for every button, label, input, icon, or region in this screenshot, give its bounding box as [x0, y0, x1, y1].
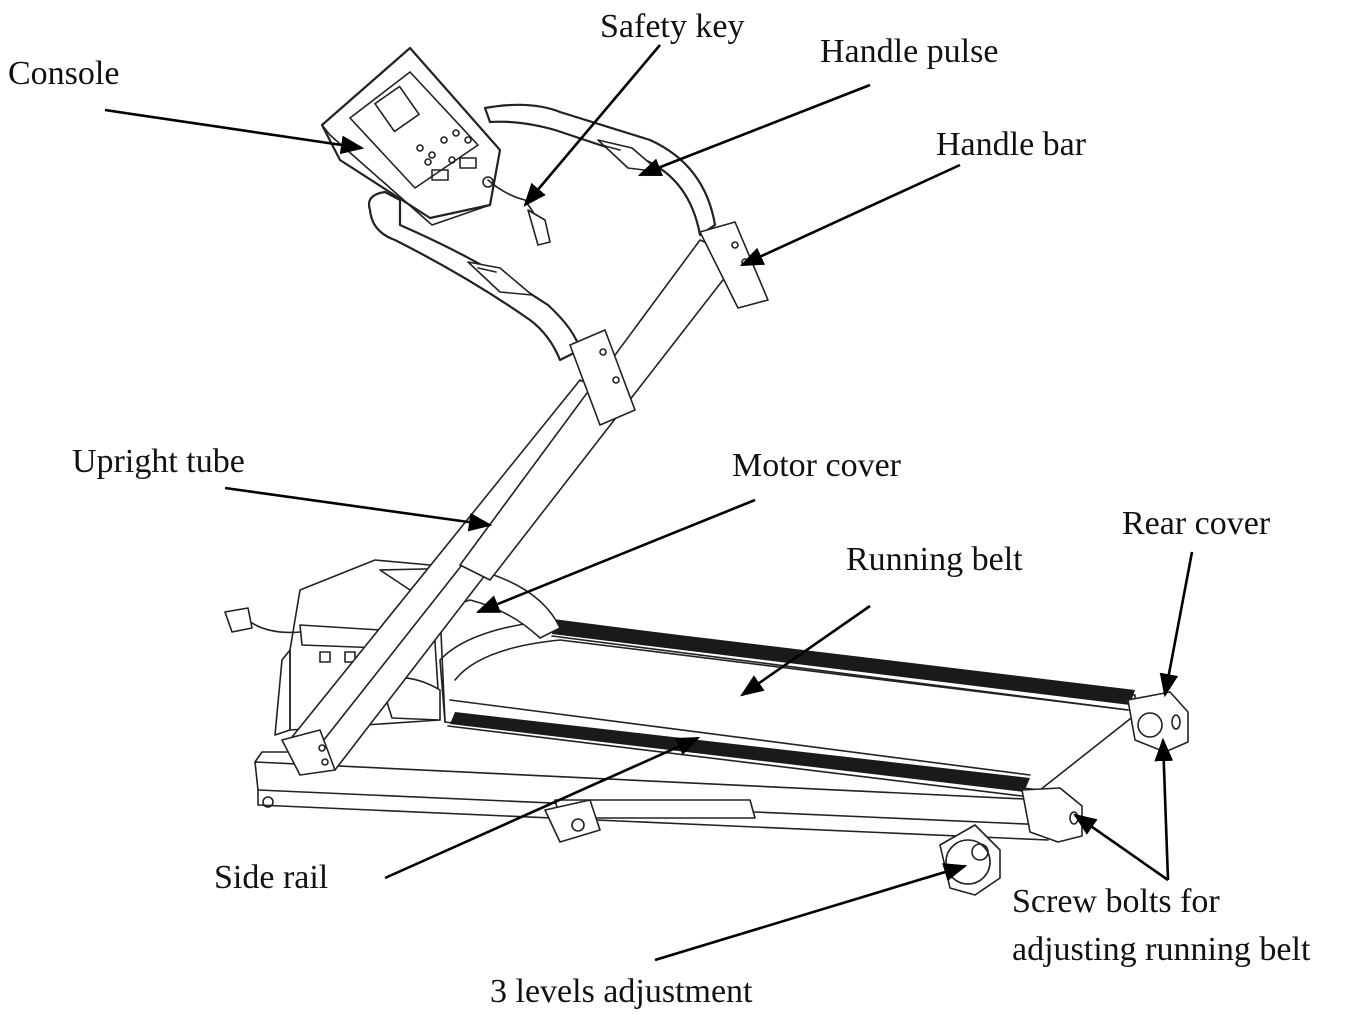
leader-screw-bolt-rear: [1154, 737, 1174, 881]
label-console: Console: [8, 55, 119, 92]
leader-lines: [104, 44, 1194, 962]
label-side-rail: Side rail: [214, 859, 328, 896]
power-cord: [224, 607, 301, 634]
safety-key-shape: [482, 176, 551, 246]
console-shape: [320, 46, 502, 226]
label-rear-cover: Rear cover: [1122, 505, 1271, 542]
leader-three-levels: [654, 863, 968, 962]
leader-safety-key: [523, 44, 661, 207]
handle-bar-shape: [367, 103, 769, 426]
callout-labels: Console Safety key Handle pulse Handle b…: [8, 8, 1311, 1010]
leader-rear-cover: [1159, 551, 1194, 698]
label-motor-cover: Motor cover: [732, 447, 902, 484]
treadmill-illustration: [224, 46, 1189, 896]
leader-console: [104, 108, 365, 155]
deck: [439, 619, 1136, 791]
rear-caps: [1021, 691, 1189, 843]
label-safety-key: Safety key: [600, 8, 744, 45]
leader-screw-bolt-front: [1073, 813, 1169, 882]
label-upright-tube: Upright tube: [72, 443, 245, 480]
leader-upright-tube: [224, 486, 493, 532]
side-rails: [447, 620, 1135, 797]
label-running-belt: Running belt: [846, 541, 1023, 578]
incline-support: [544, 799, 756, 843]
leader-motor-cover: [475, 498, 756, 614]
leader-handle-bar: [739, 163, 961, 267]
label-screw-bolts-line2: adjusting running belt: [1012, 931, 1311, 968]
leader-running-belt: [740, 604, 871, 697]
label-screw-bolts-line1: Screw bolts for: [1012, 883, 1220, 920]
label-handle-pulse: Handle pulse: [820, 33, 998, 70]
label-three-levels: 3 levels adjustment: [490, 973, 753, 1010]
console-buttons: [416, 129, 477, 181]
leader-side-rail: [384, 736, 701, 880]
leader-handle-pulse: [637, 83, 871, 177]
label-handle-bar: Handle bar: [936, 126, 1087, 163]
